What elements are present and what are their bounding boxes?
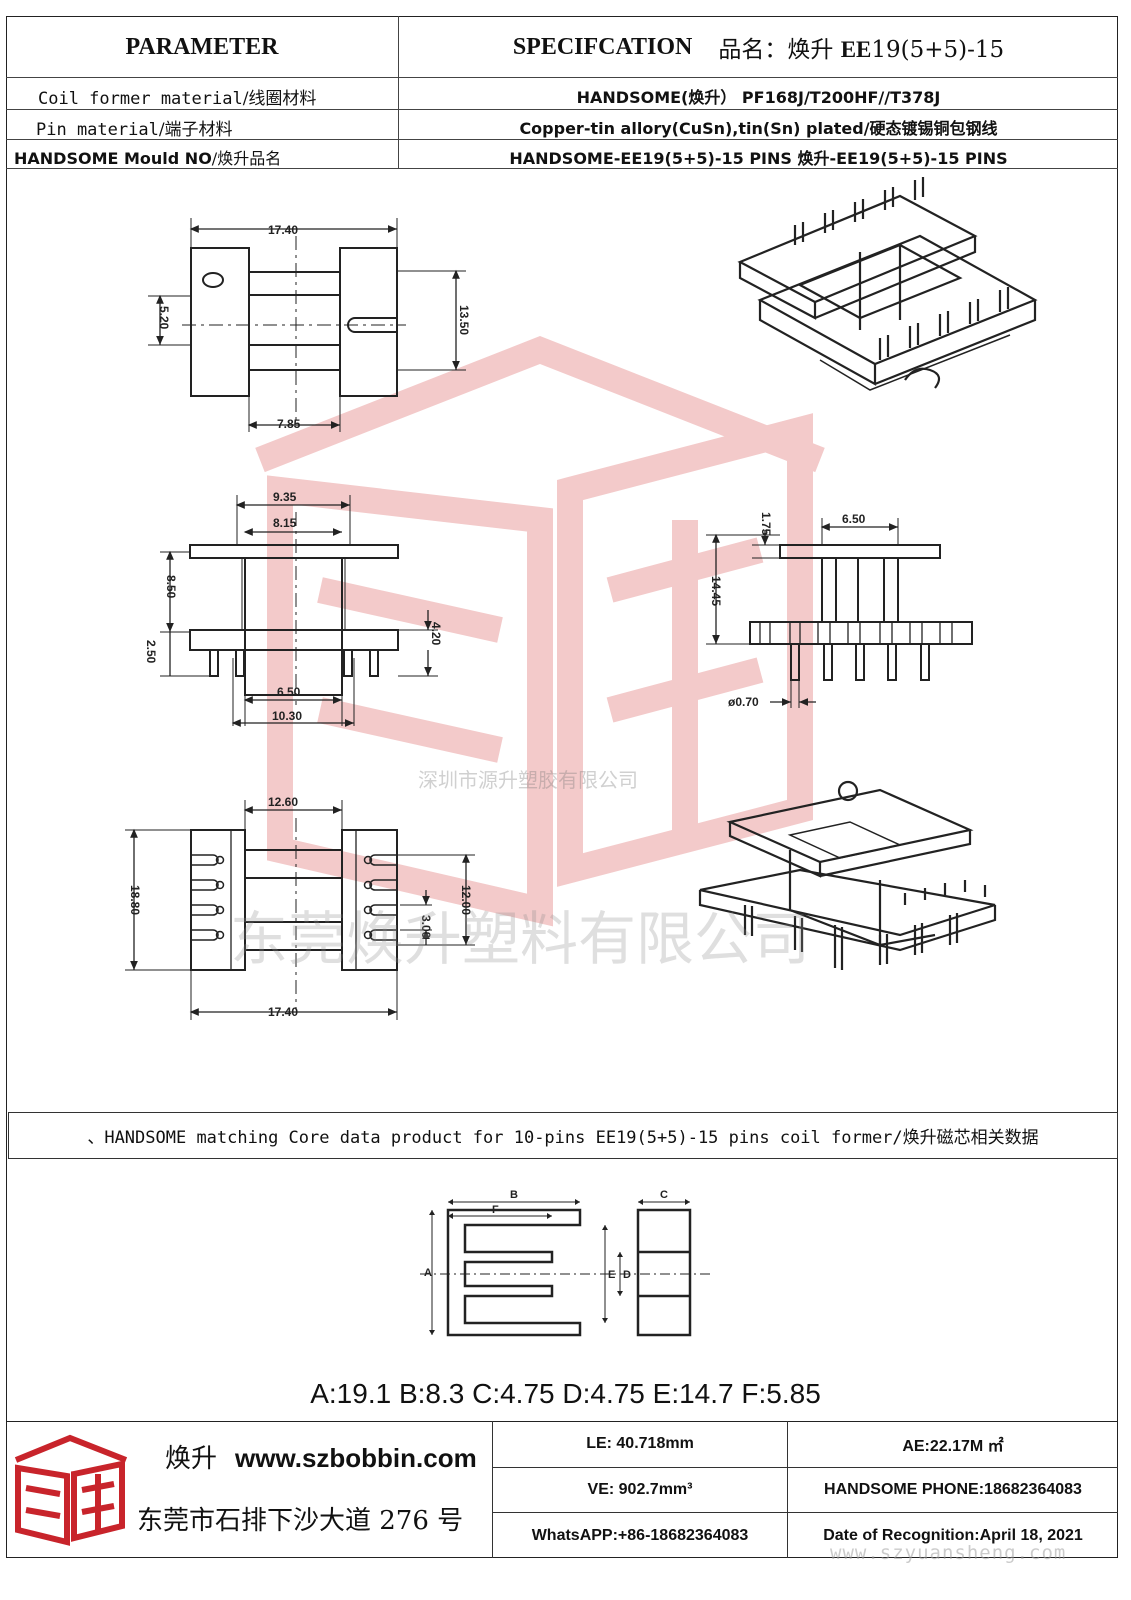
bottom-view [125, 800, 475, 1020]
param-label-cn: /焕升品名 [211, 149, 282, 168]
technical-drawings: 17.40 13.50 5.20 7.85 9.35 8.15 8.50 2.5… [125, 177, 1038, 1020]
product-name-label: 品名：焕升 [718, 37, 834, 63]
dim-label: 14.45 [709, 576, 723, 606]
dim-label: 5.20 [157, 306, 171, 330]
watermark-company-large: 东莞焕升塑料有限公司 [230, 905, 811, 973]
ve-value: VE: 902.7mm³ [587, 1481, 693, 1498]
core-drawing: B F A E D C [420, 1189, 710, 1337]
brand-line: 焕升 www.szbobbin.com [165, 1438, 477, 1475]
dim-label: 12.00 [459, 885, 473, 915]
dim-label: 6.50 [842, 512, 866, 526]
dim-label: 7.85 [277, 417, 301, 431]
dim-label: 13.50 [457, 305, 471, 335]
watermark-url: www.szyuansheng.com [830, 1542, 1067, 1564]
core-data-caption: 、HANDSOME matching Core data product for… [8, 1112, 1118, 1159]
product-name: 品名：焕升 EE19(5+5)-15 [718, 30, 1004, 64]
dim-label: 8.50 [164, 575, 178, 599]
footer-divider [787, 1421, 788, 1558]
dim-label: 6.50 [277, 685, 301, 699]
specification-label: SPECIFCATION [512, 33, 693, 60]
header-row [6, 16, 1118, 78]
param-label-en: Coil former material [38, 89, 243, 109]
website-link[interactable]: www.szbobbin.com [235, 1443, 477, 1473]
footer-divider [492, 1512, 1118, 1513]
date-value: Date of Recognition:April 18, 2021 [823, 1526, 1083, 1544]
le-value: LE: 40.718mm [586, 1435, 694, 1452]
side-view [706, 518, 973, 708]
param-label-cn: /端子材料 [158, 120, 233, 140]
param-row [6, 110, 1118, 140]
phone-value: HANDSOME PHONE:18682364083 [824, 1481, 1082, 1498]
dim-label: 1.75 [759, 512, 773, 536]
isometric-view-top [737, 177, 1038, 391]
parameter-heading: PARAMETER [125, 33, 279, 60]
core-label-a: A [424, 1267, 432, 1279]
footer-divider [492, 1421, 493, 1558]
param-label-en: HANDSOME Mould NO [14, 149, 212, 168]
dim-label: 9.35 [273, 490, 297, 504]
param-row [6, 140, 1118, 169]
core-label-b: B [510, 1189, 518, 1201]
header-divider [398, 16, 399, 169]
core-label-e: E [608, 1269, 615, 1281]
footer [6, 1421, 1118, 1559]
top-view [148, 218, 466, 432]
dim-label: 10.30 [272, 709, 302, 723]
dim-label: 18.80 [128, 885, 142, 915]
dim-label: ø0.70 [728, 695, 759, 709]
dim-label: 4.20 [429, 622, 443, 646]
product-model: 19(5+5)-15 [871, 37, 1005, 63]
front-view [160, 495, 438, 727]
param-label-cn: /线圈材料 [242, 89, 317, 109]
specification-heading: SPECIFCATION 品名：焕升 EE19(5+5)-15 [399, 16, 1118, 78]
dim-label: 8.15 [273, 516, 297, 530]
param-label: HANDSOME Mould NO/焕升品名 [14, 145, 281, 169]
dim-label: 3.00 [419, 915, 433, 939]
core-label-c: C [660, 1189, 668, 1201]
isometric-view-bottom [698, 780, 997, 970]
ae-value: AE:22.17M ㎡ [902, 1438, 1004, 1455]
watermark-logo [255, 336, 825, 927]
brand-cn: 焕升 [165, 1444, 218, 1474]
param-value: Copper-tin allory(CuSn),tin(Sn) plated/硬… [519, 119, 998, 138]
company-address: 东莞市石排下沙大道 276 号 [137, 1506, 464, 1536]
whatsapp-value: WhatsAPP:+86-18682364083 [531, 1526, 749, 1544]
spec-sheet-border [6, 16, 1118, 1558]
core-label-f: F [492, 1204, 499, 1216]
param-label-en: Pin material [36, 120, 159, 140]
footer-divider [492, 1467, 1118, 1468]
product-model-prefix: EE [840, 37, 872, 62]
dim-label: 17.40 [268, 223, 298, 237]
core-label-d: D [623, 1269, 631, 1281]
core-data-values: A:19.1 B:8.3 C:4.75 D:4.75 E:14.7 F:5.85 [310, 1378, 821, 1409]
param-value: HANDSOME-EE19(5+5)-15 PINS 焕升-EE19(5+5)-… [509, 149, 1008, 168]
dim-label: 2.50 [144, 640, 158, 664]
watermark-company-small: 深圳市源升塑胶有限公司 [418, 768, 638, 792]
param-row [6, 78, 1118, 110]
dim-label: 17.40 [268, 1005, 298, 1019]
param-value: HANDSOME(焕升） PF168J/T200HF//T378J [576, 88, 941, 107]
company-logo [14, 1434, 128, 1546]
param-label: Coil former material/线圈材料 [38, 84, 316, 109]
dim-label: 12.60 [268, 795, 298, 809]
param-label: Pin material/端子材料 [36, 115, 233, 140]
